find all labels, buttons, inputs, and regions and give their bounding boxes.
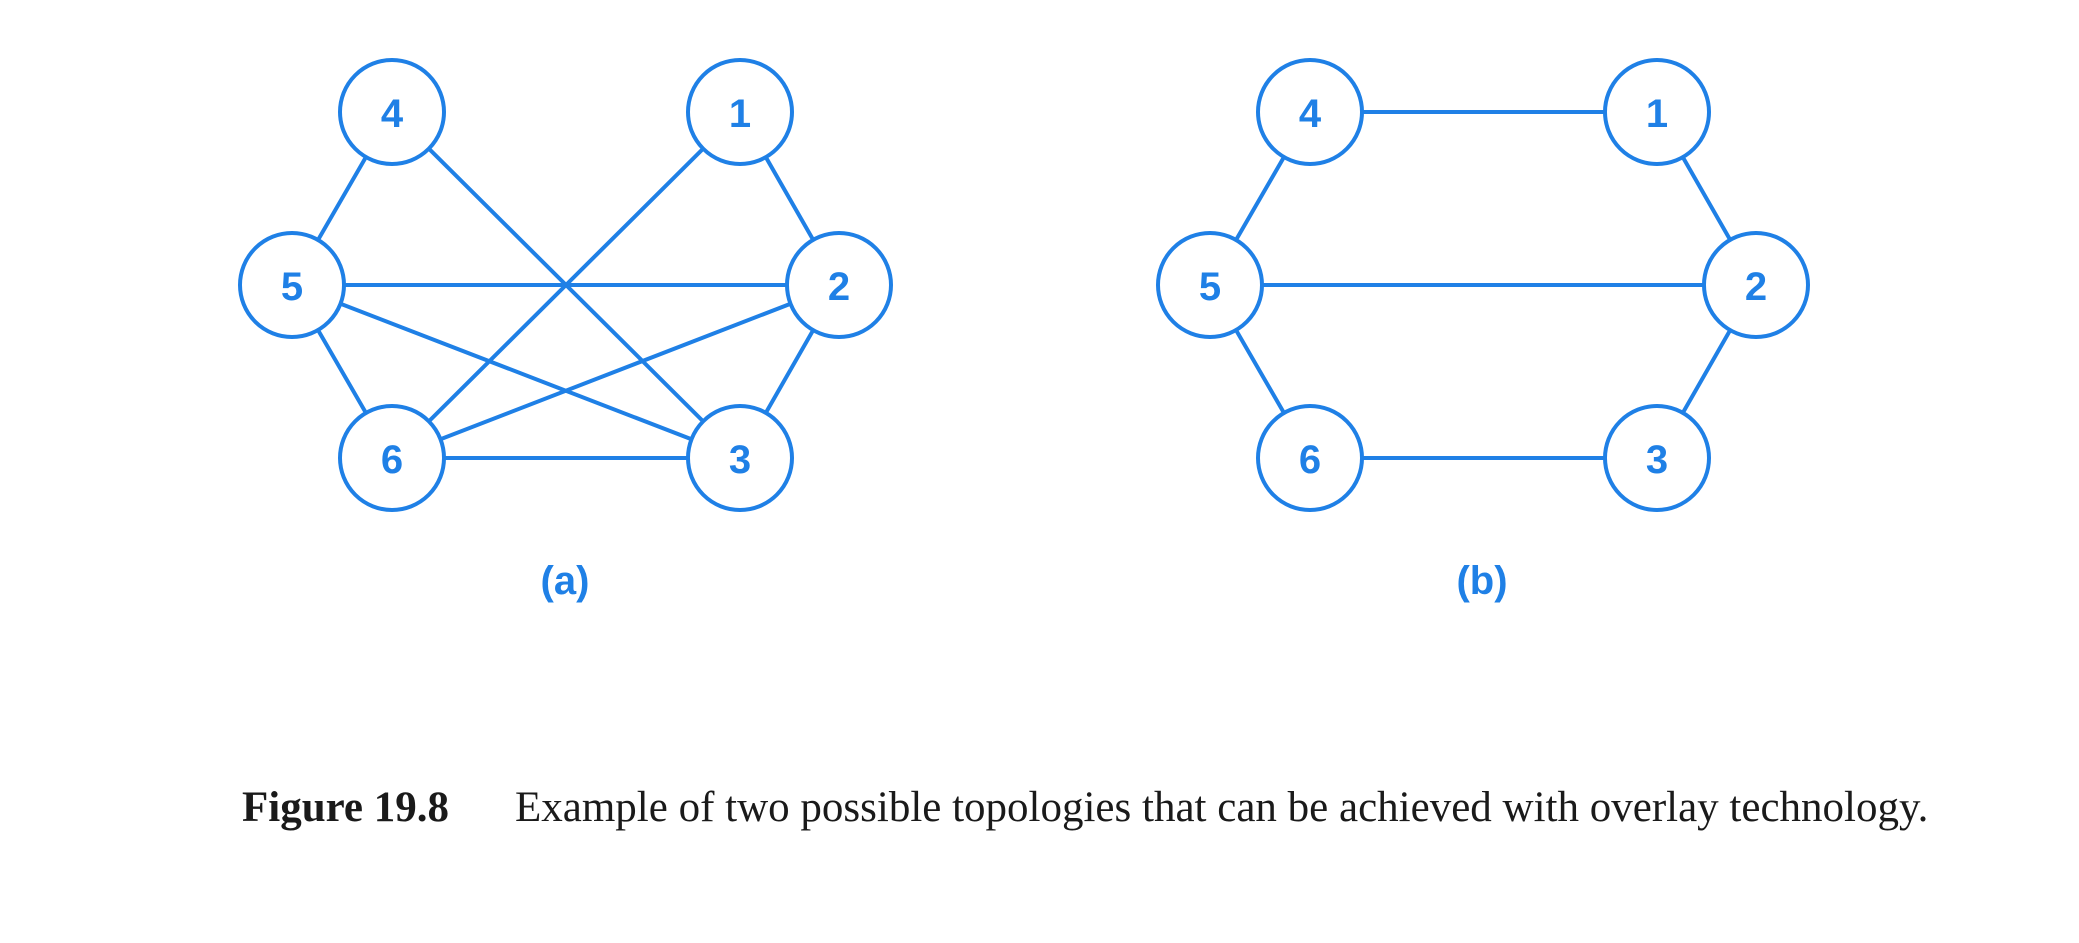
- node-circle: [1156, 231, 1264, 339]
- node-a-3: 3: [686, 404, 794, 512]
- node-b-1: 1: [1603, 58, 1711, 166]
- node-label: 2: [1745, 265, 1767, 309]
- node-circle: [1256, 58, 1364, 166]
- node-label: 3: [729, 438, 751, 482]
- node-label: 2: [828, 265, 850, 309]
- panel-a-label: (a): [541, 559, 590, 603]
- node-label: 4: [381, 92, 404, 136]
- node-circle: [238, 231, 346, 339]
- node-label: 6: [1299, 438, 1321, 482]
- node-label: 1: [729, 92, 751, 136]
- panel-b-label: (b): [1456, 559, 1507, 603]
- node-circle: [785, 231, 893, 339]
- node-a-2: 2: [785, 231, 893, 339]
- node-label: 4: [1299, 92, 1322, 136]
- panel-a-graph: 4 1 5 2 6 3: [238, 58, 893, 512]
- panel-b-graph: 4 1 5 2 6 3: [1156, 58, 1810, 512]
- node-circle: [686, 58, 794, 166]
- edge-a-5-3: [290, 283, 742, 460]
- node-b-2: 2: [1702, 231, 1810, 339]
- node-a-1: 1: [686, 58, 794, 166]
- node-a-6: 6: [338, 404, 446, 512]
- node-label: 3: [1646, 438, 1668, 482]
- caption-text: Example of two possible topologies that …: [515, 784, 1929, 831]
- node-circle: [1603, 404, 1711, 512]
- node-label: 1: [1646, 92, 1668, 136]
- node-circle: [686, 404, 794, 512]
- edge-a-6-2: [390, 283, 841, 460]
- node-b-5: 5: [1156, 231, 1264, 339]
- node-label: 6: [381, 438, 403, 482]
- caption-label: Figure 19.8: [242, 784, 450, 831]
- node-b-3: 3: [1603, 404, 1711, 512]
- node-circle: [338, 58, 446, 166]
- node-b-6: 6: [1256, 404, 1364, 512]
- node-a-5: 5: [238, 231, 346, 339]
- node-label: 5: [1199, 265, 1221, 309]
- node-a-4: 4: [338, 58, 446, 166]
- node-circle: [1603, 58, 1711, 166]
- node-circle: [1702, 231, 1810, 339]
- node-circle: [338, 404, 446, 512]
- node-circle: [1256, 404, 1364, 512]
- node-label: 5: [281, 265, 303, 309]
- node-b-4: 4: [1256, 58, 1364, 166]
